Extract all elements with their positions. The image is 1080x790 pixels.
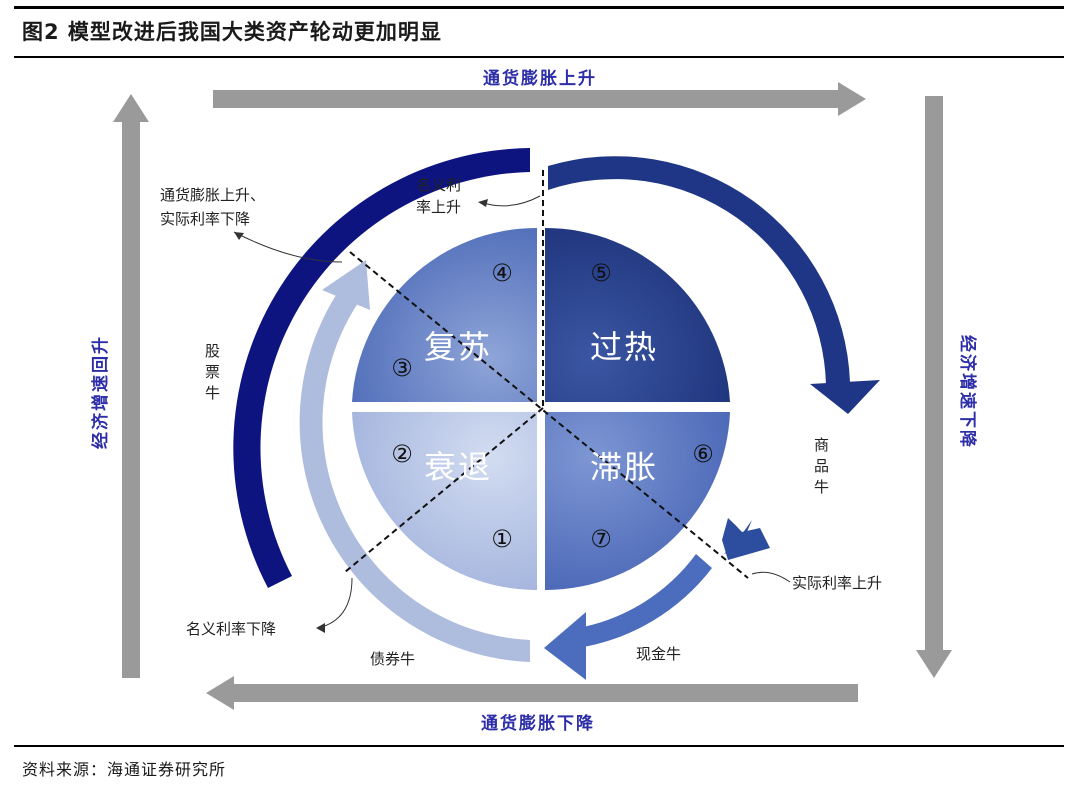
annotation-nominal-up-1: 名义利 — [416, 176, 461, 194]
annotation-stock-bull-2: 票 — [205, 363, 220, 381]
number-7: ⑦ — [590, 525, 612, 553]
pointer-real-rate-up — [751, 571, 791, 583]
right-axis-label: 经济增速下降 — [957, 335, 978, 449]
overheat-quadrant — [545, 227, 730, 402]
annotation-commodity-bull-1: 商 — [814, 436, 829, 454]
number-4: ④ — [491, 259, 513, 287]
overheat-to-stagflation-arc — [548, 156, 880, 414]
left-axis-label: 经济增速回升 — [90, 335, 111, 449]
pointer-nominal-down — [317, 577, 353, 629]
pointer-nominal-up — [479, 195, 541, 207]
top-rule — [14, 6, 1064, 9]
annotation-commodity-bull-2: 品 — [814, 457, 829, 475]
annotation-inflation-up-2: 实际利率下降 — [160, 210, 250, 228]
bottom-axis-arrow — [206, 676, 858, 710]
number-5: ⑤ — [590, 259, 612, 287]
number-3: ③ — [391, 354, 413, 382]
cash-bull-arc — [544, 554, 712, 680]
annotation-stock-bull-3: 牛 — [205, 384, 220, 402]
recovery-label: 复苏 — [424, 328, 492, 366]
figure-title: 图2 模型改进后我国大类资产轮动更加明显 — [22, 20, 442, 44]
source-rule — [14, 745, 1064, 747]
annotation-nominal-down: 名义利率下降 — [186, 620, 276, 638]
annotation-nominal-up-2: 率上升 — [416, 198, 461, 216]
recovery-quadrant — [352, 227, 537, 402]
annotation-stock-bull-1: 股 — [205, 342, 220, 360]
number-1: ① — [491, 525, 513, 553]
top-axis-arrow — [213, 82, 866, 116]
overheat-label: 过热 — [590, 328, 658, 366]
top-axis-label: 通货膨胀上升 — [483, 68, 597, 89]
annotation-bond-bull: 债券牛 — [370, 650, 415, 668]
stagflation-to-cash-arc — [722, 518, 770, 560]
annotation-real-rate-up: 实际利率上升 — [792, 574, 882, 592]
stagflation-label: 滞胀 — [590, 448, 658, 486]
annotation-inflation-up-1: 通货膨胀上升、 — [160, 186, 265, 204]
pointer-inflation-up — [233, 231, 343, 263]
light-inner-arc — [299, 260, 530, 662]
recession-label: 衰退 — [424, 448, 492, 486]
annotation-commodity-bull-3: 牛 — [814, 478, 829, 496]
dashed-axis-diag-2 — [344, 407, 544, 573]
dashed-axis-diag-1 — [349, 251, 749, 579]
figure-source: 资料来源：海通证券研究所 — [22, 760, 227, 779]
annotation-cash-bull: 现金牛 — [636, 645, 681, 663]
number-2: ② — [391, 440, 413, 468]
stagflation-quadrant — [545, 412, 730, 591]
recession-quadrant — [352, 412, 537, 591]
outer-dark-arc — [233, 148, 531, 588]
left-axis-arrow — [113, 94, 149, 678]
right-axis-arrow — [916, 96, 952, 678]
title-rule — [14, 56, 1064, 58]
bottom-axis-label: 通货膨胀下降 — [481, 713, 595, 734]
number-6: ⑥ — [692, 440, 714, 468]
